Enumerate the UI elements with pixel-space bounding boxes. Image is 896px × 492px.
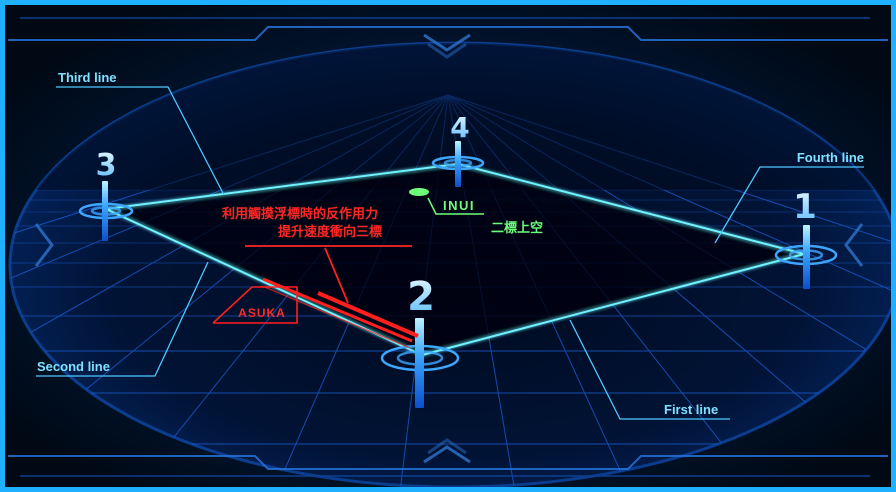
red-note-line1: 利用觸摸浮標時的反作用力 — [222, 206, 378, 222]
course-path — [105, 163, 805, 356]
buoy-number-1: 1 — [793, 187, 817, 227]
inui-label: INUI — [443, 198, 475, 213]
buoy-number-3: 3 — [96, 148, 117, 183]
chevron-right-icon — [34, 223, 54, 267]
chevron-left-icon — [844, 223, 864, 267]
asuka-tag-frame — [212, 286, 298, 324]
buoy-pole-4 — [455, 141, 461, 187]
first-line-label: First line — [664, 402, 718, 417]
fourth-line-label: Fourth line — [797, 150, 864, 165]
second-line-callout — [36, 261, 209, 377]
course-first-line — [421, 253, 805, 356]
inui-position-dot — [409, 188, 429, 196]
course-fourth-line — [457, 163, 805, 255]
first-line-callout — [569, 319, 730, 420]
asuka-boost-arrow — [317, 291, 419, 338]
chevron-down-icon — [423, 33, 471, 52]
fourth-line-callout — [714, 166, 864, 244]
course-third-line — [105, 163, 459, 210]
buoy-number-4: 4 — [450, 111, 469, 144]
red-note-line2: 提升速度衝向三標 — [278, 224, 382, 240]
red-note-pointer — [324, 247, 349, 304]
third-line-label: Third line — [58, 70, 117, 85]
asuka-trajectory — [261, 247, 419, 349]
buoy-number-2: 2 — [407, 274, 435, 320]
asuka-label: ASUKA — [238, 306, 286, 320]
buoy-pole-2 — [415, 318, 424, 408]
buoy-pole-3 — [102, 181, 108, 241]
chevron-up-icon — [423, 445, 471, 464]
third-line-callout — [56, 86, 225, 196]
inui-marker — [409, 188, 484, 215]
second-line-label: Second line — [37, 359, 110, 374]
red-annotation: 利用觸摸浮標時的反作用力 提升速度衝向三標 — [221, 205, 412, 247]
green-note: 二標上空 — [491, 220, 543, 236]
buoy-pole-1 — [803, 225, 810, 289]
